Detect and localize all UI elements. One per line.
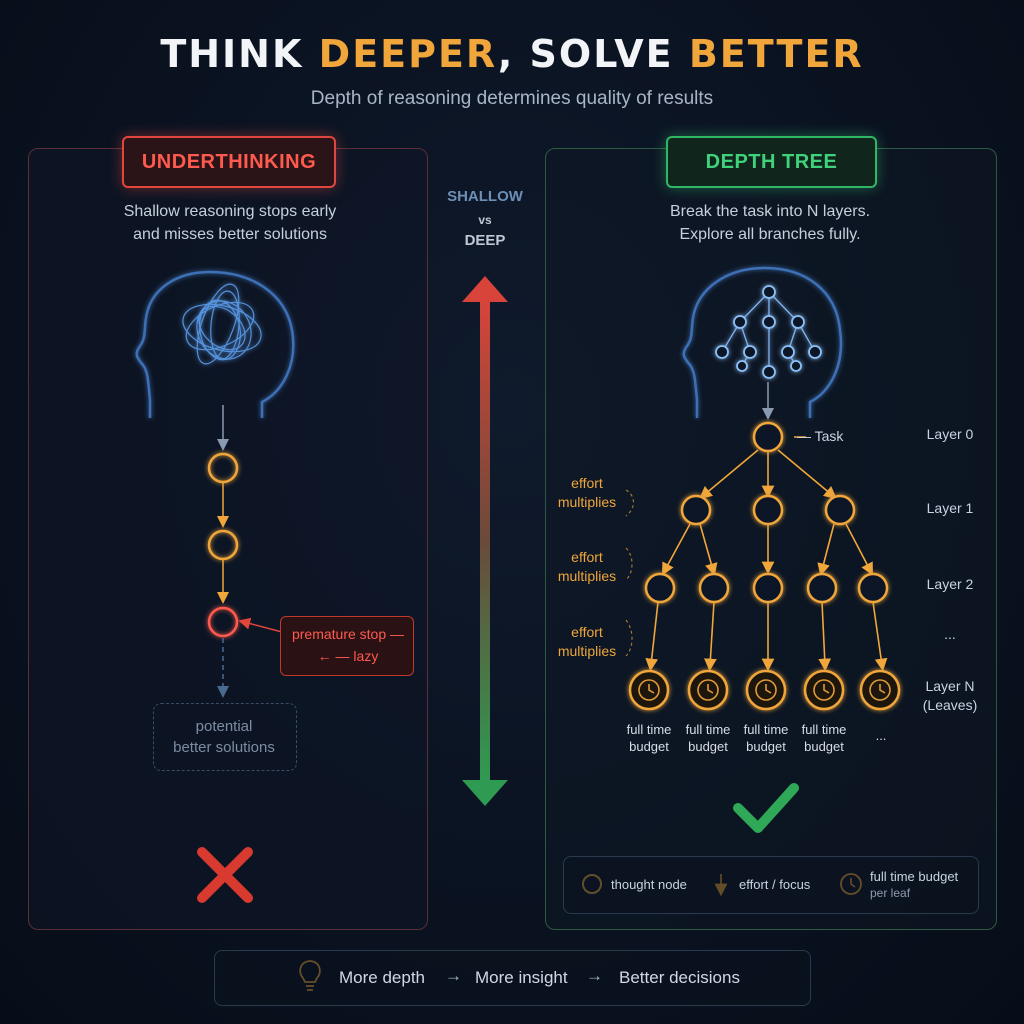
tree-nodes — [644, 421, 889, 604]
budget-line1: full time — [685, 722, 731, 737]
title-part2: , SOLVE — [497, 32, 689, 76]
underthinking-desc-line2: and misses better solutions — [133, 226, 327, 243]
chain-node-stop — [207, 606, 239, 638]
shallow-label: SHALLOW — [447, 188, 523, 205]
budget-line1: full time — [801, 722, 847, 737]
potential-line2: better solutions — [173, 739, 275, 756]
legend-effort-focus: effort / focus — [739, 877, 811, 892]
budget-line2: budget — [629, 739, 669, 754]
leaf-budget-3: full time budget — [736, 721, 796, 755]
potential-solutions-text: potential better solutions — [153, 716, 295, 758]
legend-thought-node: thought node — [611, 877, 687, 892]
check-icon — [733, 783, 799, 833]
stop-pointer-arrow — [238, 617, 283, 633]
deep-label: DEEP — [464, 232, 506, 249]
title-part1: THINK — [160, 32, 319, 76]
footer-arrow-1: → — [445, 966, 462, 985]
legend-box — [563, 856, 979, 914]
brain-tangle-icon — [135, 270, 295, 418]
page-subtitle: Depth of reasoning determines quality of… — [310, 88, 714, 109]
effort-word: effort — [571, 549, 603, 565]
budget-line2: budget — [746, 739, 786, 754]
legend-per-leaf: per leaf — [870, 886, 911, 900]
effort-word: effort — [571, 624, 603, 640]
tree-edges — [645, 449, 888, 672]
depth-tree-desc-line1: Break the task into N layers. — [669, 203, 871, 220]
footer-box — [214, 950, 811, 1006]
multiplies-word: multiplies — [557, 494, 617, 510]
tree-brain-icon — [682, 266, 843, 418]
layer-0-label: Layer 0 — [926, 426, 974, 442]
underthinking-description: Shallow reasoning stops early and misses… — [90, 200, 370, 246]
legend-budget: full time budget — [870, 869, 959, 884]
chain-node-1 — [207, 452, 239, 484]
cross-icon — [197, 847, 253, 903]
lazy-text: ← — lazy — [317, 648, 379, 664]
layer-1-label: Layer 1 — [926, 500, 974, 516]
shallow-deep-arrow — [462, 276, 508, 806]
budget-line1: full time — [743, 722, 789, 737]
task-label: — Task — [797, 428, 844, 444]
depth-tree-description: Break the task into N layers. Explore al… — [620, 200, 920, 246]
effort-multiplies-1: effort multiplies — [542, 474, 632, 512]
depth-tree-panel — [545, 148, 997, 930]
footer-arrow-2: → — [586, 966, 603, 985]
leaves-label: (Leaves) — [922, 697, 978, 713]
underthinking-panel — [28, 148, 428, 930]
page-title: THINK DEEPER, SOLVE BETTER — [0, 32, 1024, 76]
layer-2-label: Layer 2 — [926, 576, 974, 592]
leaf-budget-4: full time budget — [794, 721, 854, 755]
effort-multiplies-3: effort multiplies — [542, 623, 632, 661]
multiplies-word: multiplies — [557, 568, 617, 584]
title-highlight-better: BETTER — [688, 32, 864, 76]
budget-line2: budget — [688, 739, 728, 754]
vs-label: vs — [478, 213, 492, 227]
depth-tree-badge: DEPTH TREE — [666, 136, 877, 188]
layer-n-label: Layer N — [925, 678, 975, 694]
potential-solutions-box — [153, 703, 297, 771]
premature-stop-text: premature stop — — [291, 626, 405, 642]
depth-tree-desc-line2: Explore all branches fully. — [679, 226, 861, 243]
premature-stop-box — [280, 616, 414, 676]
potential-line1: potential — [195, 718, 253, 735]
underthinking-badge: UNDERTHINKING — [122, 136, 336, 188]
title-highlight-deeper: DEEPER — [318, 32, 498, 76]
multiplies-word: multiplies — [557, 643, 617, 659]
budget-line1: full time — [626, 722, 672, 737]
effort-curls — [625, 489, 635, 657]
leaf-budget-2: full time budget — [678, 721, 738, 755]
underthinking-desc-line1: Shallow reasoning stops early — [123, 203, 337, 220]
leaf-budget-ellipsis: ... — [875, 728, 887, 743]
footer-better-decisions: Better decisions — [619, 968, 740, 987]
footer-more-depth: More depth — [339, 968, 425, 987]
chain-node-2 — [207, 529, 239, 561]
budget-line2: budget — [804, 739, 844, 754]
effort-word: effort — [571, 475, 603, 491]
leaf-clock-icons — [628, 669, 901, 711]
footer-more-insight: More insight — [475, 968, 568, 987]
effort-multiplies-2: effort multiplies — [542, 548, 632, 586]
leaf-budget-1: full time budget — [619, 721, 679, 755]
layer-ellipsis: ... — [944, 626, 956, 642]
